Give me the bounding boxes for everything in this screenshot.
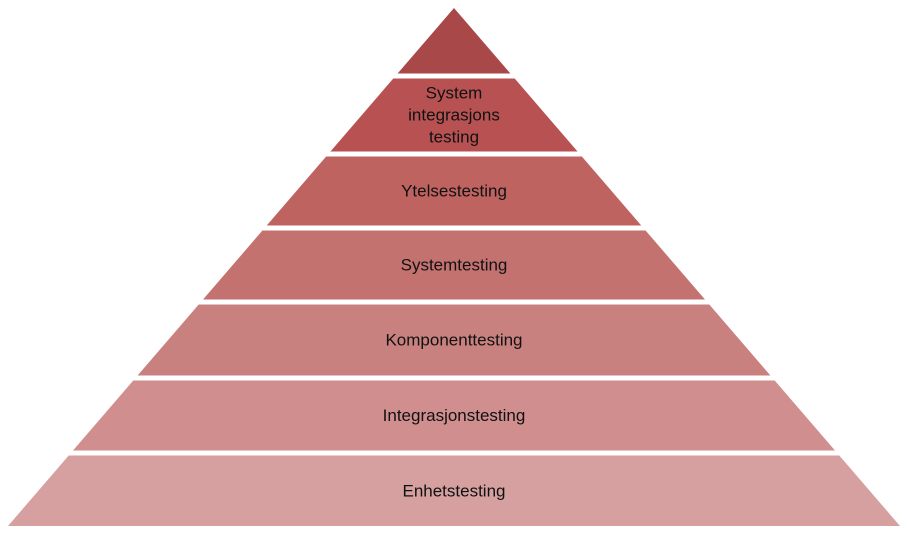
pyramid-level-6 [73,380,835,451]
pyramid-level-5-label-line-1: Komponenttesting [385,331,522,350]
pyramid-level-3 [266,156,642,226]
pyramid-level-1 [397,8,511,74]
pyramid-level-7-label-line-1: Enhetstesting [402,481,505,500]
pyramid-level-4-label-line-1: Systemtesting [401,256,508,275]
pyramid-level-2-label-line-2: integrasjons [408,106,500,125]
pyramid-level-6-label-line-1: Integrasjonstesting [383,406,526,425]
pyramid-level-4 [203,230,705,300]
pyramid-level-3-label-line-1: Ytelsestesting [401,182,507,201]
pyramid-level-2-label-line-3: testing [429,128,479,147]
pyramid-levels: System integrasjons testingYtelsestestingS… [8,8,900,526]
pyramid-level-5 [137,304,771,376]
pyramid-level-2-label-line-1: System [426,84,483,103]
pyramid-level-7 [8,455,900,526]
pyramid-level-2 [330,78,578,152]
